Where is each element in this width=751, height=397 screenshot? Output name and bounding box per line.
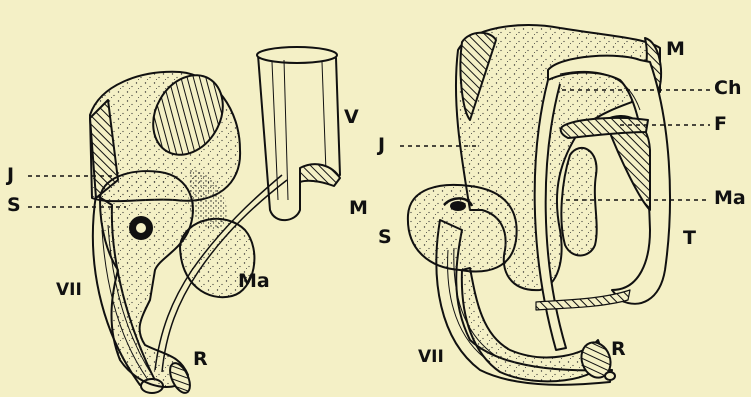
label-right-s: S <box>378 228 392 247</box>
right-ma-lobe <box>561 148 596 256</box>
label-left-ma: Ma <box>238 272 270 291</box>
label-right-ch: Ch <box>714 79 741 98</box>
label-right-m: M <box>666 40 685 59</box>
label-right-ma: Ma <box>714 189 746 208</box>
label-left-r: R <box>193 350 208 369</box>
label-right-r: R <box>611 340 626 359</box>
label-left-m: M <box>349 199 368 218</box>
label-left-j: J <box>7 166 14 185</box>
label-right-vii: VII <box>418 349 444 366</box>
label-left-vii: VII <box>56 282 82 299</box>
label-right-f: F <box>714 115 727 134</box>
left-specimen-drawing <box>90 47 340 396</box>
right-specimen-drawing <box>408 25 670 385</box>
label-right-t: T <box>683 229 696 248</box>
label-left-s: S <box>7 196 21 215</box>
left-block-v <box>258 50 340 220</box>
label-left-v: V <box>344 108 359 127</box>
label-right-j: J <box>378 136 385 155</box>
